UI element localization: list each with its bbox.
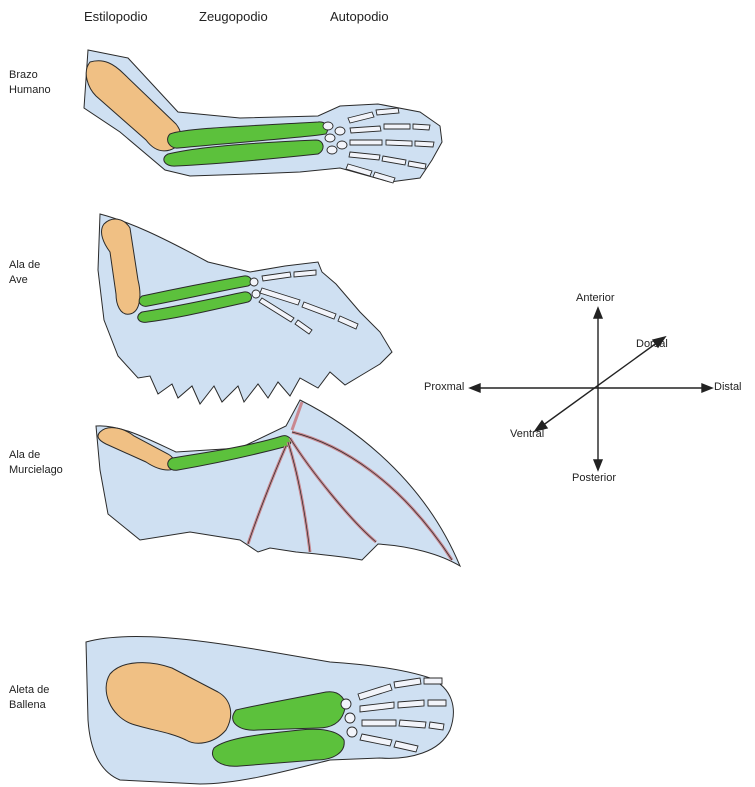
axis-label-anterior: Anterior [576, 292, 615, 304]
axis-label-posterior: Posterior [572, 472, 616, 484]
human-arm [84, 50, 442, 183]
bird-wing [98, 214, 392, 404]
axis-label-dorsal: Dorsal [636, 338, 668, 350]
axis-label-distal: Distal [714, 381, 742, 393]
bat-wing [96, 400, 460, 566]
bat-wing-skin [96, 400, 460, 566]
axis-label-proximal: Proxmal [424, 381, 464, 393]
whale-flipper [86, 637, 453, 784]
orientation-axes [470, 308, 712, 470]
bird-wing-skin [98, 214, 392, 404]
axis-label-ventral: Ventral [510, 428, 544, 440]
